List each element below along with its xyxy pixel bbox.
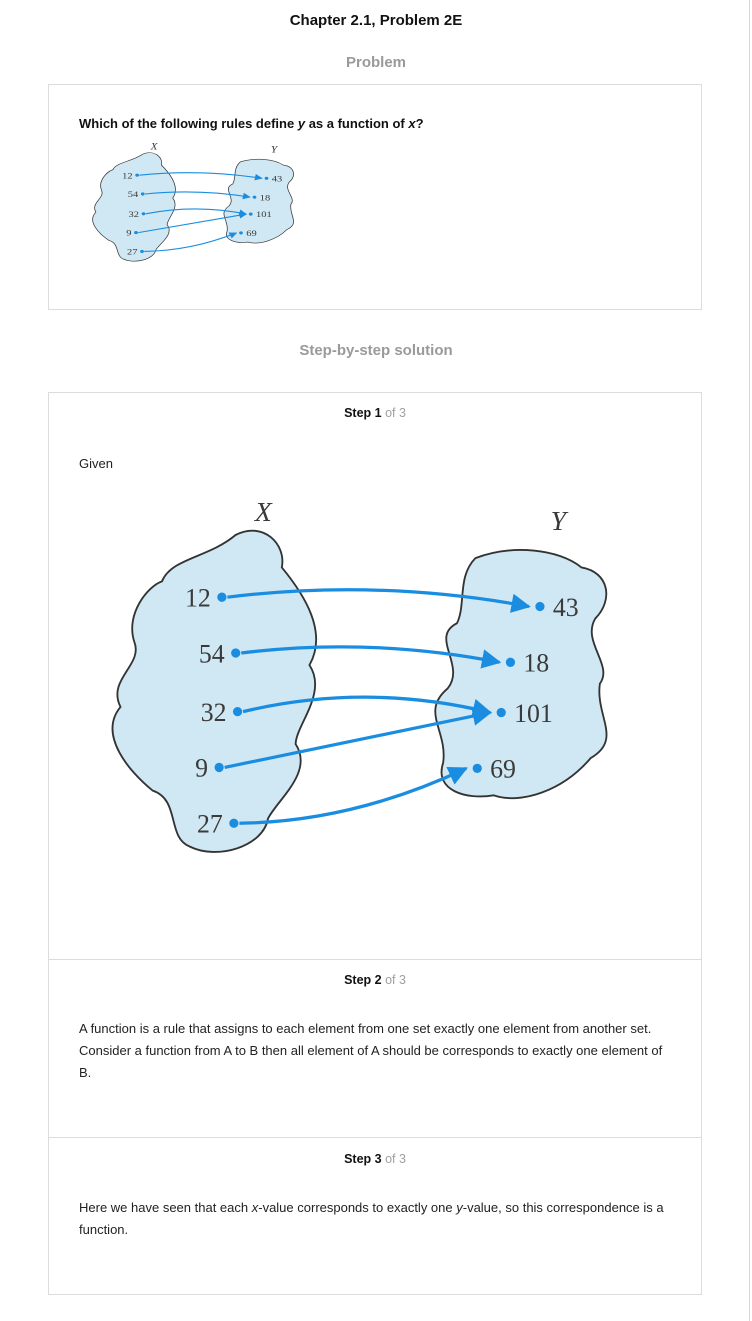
- codomain-point-101: [248, 212, 253, 216]
- codomain-point-69: [472, 763, 482, 773]
- mapping-arrow-54-to-18: [241, 645, 502, 669]
- domain-point-27: [229, 818, 239, 828]
- domain-point-27: [140, 249, 144, 254]
- set-y-label: Y: [551, 506, 569, 537]
- step-1-text: Given: [79, 456, 113, 471]
- domain-label: 54: [199, 639, 225, 668]
- domain-point-54: [231, 648, 241, 658]
- codomain-label: 43: [272, 174, 283, 184]
- domain-point-54: [140, 192, 145, 196]
- codomain-label: 43: [553, 593, 579, 622]
- step-1-label: Step 1 of 3: [344, 406, 406, 420]
- codomain-point-43: [535, 601, 545, 612]
- mapping-arrow-27-to-69: [144, 232, 238, 253]
- mapping-arrow-9-to-101: [224, 706, 493, 770]
- domain-label: 9: [195, 754, 208, 783]
- codomain-point-101: [496, 707, 506, 718]
- codomain-point-18: [505, 657, 516, 667]
- set-x-blob: [92, 152, 176, 262]
- step-divider: [49, 959, 701, 960]
- problem-card: Which of the following rules define y as…: [48, 84, 702, 310]
- set-y-blob: [434, 549, 608, 800]
- codomain-point-18: [252, 195, 257, 199]
- set-x-blob: [111, 529, 318, 853]
- codomain-label: 18: [523, 649, 549, 678]
- codomain-label: 69: [246, 229, 257, 239]
- step-2-text: A function is a rule that assigns to eac…: [79, 1021, 663, 1080]
- set-y-label: Y: [271, 145, 279, 155]
- domain-label: 27: [197, 809, 223, 838]
- codomain-label: 101: [514, 699, 553, 728]
- domain-point-9: [134, 231, 138, 235]
- codomain-label: 69: [490, 755, 516, 784]
- codomain-label: 18: [260, 193, 271, 203]
- mapping-arrow-32-to-101: [145, 208, 248, 216]
- domain-label: 32: [201, 698, 227, 727]
- mapping-arrow-27-to-69: [239, 766, 468, 825]
- domain-label: 54: [128, 190, 139, 200]
- domain-label: 12: [185, 583, 211, 612]
- set-y-blob: [223, 158, 294, 244]
- codomain-label: 101: [256, 210, 272, 220]
- codomain-point-69: [239, 231, 243, 235]
- mapping-arrow-9-to-101: [138, 212, 248, 234]
- mapping-arrow-54-to-18: [144, 191, 251, 200]
- domain-point-32: [232, 706, 243, 717]
- domain-label: 27: [127, 247, 138, 257]
- set-x-label: X: [254, 497, 273, 528]
- codomain-point-43: [264, 176, 269, 180]
- set-x-label: X: [149, 142, 158, 152]
- domain-point-32: [141, 212, 146, 216]
- page-title: Chapter 2.1, Problem 2E: [289, 12, 463, 29]
- domain-label: 12: [122, 171, 133, 181]
- mapping-arrow-32-to-101: [242, 695, 493, 718]
- domain-point-12: [135, 173, 139, 177]
- mapping-arrow-12-to-43: [139, 172, 263, 181]
- domain-point-12: [217, 592, 227, 602]
- mapping-arrow-12-to-43: [227, 588, 531, 613]
- page-right-rule: [749, 0, 750, 1321]
- problem-heading: Problem: [345, 54, 406, 71]
- step-3-label: Step 3 of 3: [344, 1152, 406, 1166]
- domain-point-9: [214, 762, 224, 773]
- domain-label: 9: [126, 228, 131, 238]
- step-2-label: Step 2 of 3: [344, 973, 406, 987]
- step-divider: [49, 1137, 701, 1138]
- step-3-text: Here we have seen that each x-value corr…: [79, 1200, 664, 1237]
- problem-question: Which of the following rules define y as…: [79, 116, 424, 131]
- domain-label: 32: [129, 210, 140, 220]
- solution-heading: Step-by-step solution: [299, 342, 453, 359]
